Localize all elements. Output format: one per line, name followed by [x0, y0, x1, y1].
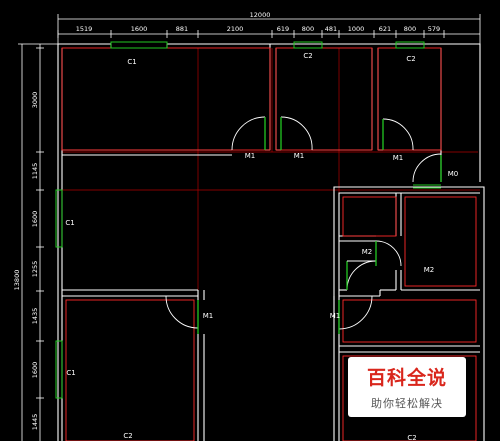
walls-red	[61, 47, 477, 441]
top-dim-5: 800	[302, 25, 314, 33]
label-c1-left-upper: C1	[65, 219, 74, 227]
overall-width-label: 12000	[250, 11, 271, 19]
label-c2-mid: C2	[303, 52, 312, 60]
window-c1-left-upper	[55, 189, 63, 248]
left-dim-6: 1445	[31, 414, 39, 431]
door-swing-m1-e	[338, 295, 373, 330]
label-m2-a: M2	[362, 248, 373, 256]
door-swing-m1-c	[382, 118, 414, 151]
window-c1-top	[110, 41, 168, 49]
label-c2-bottom-right: C2	[407, 434, 416, 441]
windows	[55, 41, 441, 399]
left-dim-1: 1145	[31, 163, 39, 180]
door-swing-m2-a	[346, 260, 377, 291]
top-dim-0: 1519	[76, 25, 93, 33]
label-c1-top: C1	[127, 58, 136, 66]
overall-height-label: 13800	[13, 270, 21, 291]
window-c2-mid	[293, 41, 323, 49]
left-dim-0: 3000	[31, 92, 39, 109]
top-dim-8: 621	[379, 25, 391, 33]
watermark-title: 百科全说	[366, 367, 447, 389]
label-m0: M0	[448, 170, 459, 178]
door-swing-m2-b	[375, 240, 402, 267]
left-dimension-chain	[36, 44, 44, 441]
top-dim-4: 619	[277, 25, 289, 33]
label-m1-b: M1	[294, 152, 305, 160]
top-dim-7: 1000	[348, 25, 365, 33]
label-m1-c: M1	[393, 154, 404, 162]
top-dim-2: 881	[176, 25, 188, 33]
top-dimension-labels: 1519 1600 881 2100 619 800 481 1000 621 …	[76, 25, 440, 33]
label-m1-d: M1	[203, 312, 214, 320]
label-m1-e: M1	[330, 312, 341, 320]
label-c1-left-lower: C1	[66, 369, 75, 377]
left-dim-5: 1600	[31, 362, 39, 379]
watermark-subtitle: 助你轻松解决	[371, 397, 443, 410]
top-dim-3: 2100	[227, 25, 244, 33]
door-swing-m0	[412, 153, 442, 183]
window-c1-left-lower	[55, 340, 63, 399]
watermark-logo: 百科全说 助你轻松解决	[348, 357, 466, 417]
left-dim-2: 1600	[31, 211, 39, 228]
label-m2-b: M2	[424, 266, 435, 274]
doors	[165, 116, 442, 334]
door-swing-m1-a	[231, 116, 266, 151]
overall-width-dimension	[57, 14, 481, 48]
window-c2-right	[395, 41, 425, 49]
door-labels: M1 M1 M1 M0 M2 M2 M1 M1	[203, 152, 459, 320]
left-dimension-labels: 3000 1145 1600 1255 1435 1600 1445	[31, 92, 39, 431]
top-dim-1: 1600	[131, 25, 148, 33]
top-dim-10: 579	[428, 25, 440, 33]
top-dim-9: 800	[404, 25, 416, 33]
label-m1-a: M1	[245, 152, 256, 160]
left-dim-3: 1255	[31, 261, 39, 278]
overall-height-dimension	[18, 43, 58, 441]
top-dimension-chain	[57, 30, 480, 38]
window-labels: C1 C2 C2 C1 C1 C2 C2	[65, 52, 416, 441]
label-c2-bottom-left: C2	[123, 432, 132, 440]
top-dim-6: 481	[325, 25, 337, 33]
left-dim-4: 1435	[31, 308, 39, 325]
door-swing-m1-b	[280, 116, 313, 151]
label-c2-right: C2	[406, 55, 415, 63]
door-swing-m1-d	[165, 295, 199, 329]
